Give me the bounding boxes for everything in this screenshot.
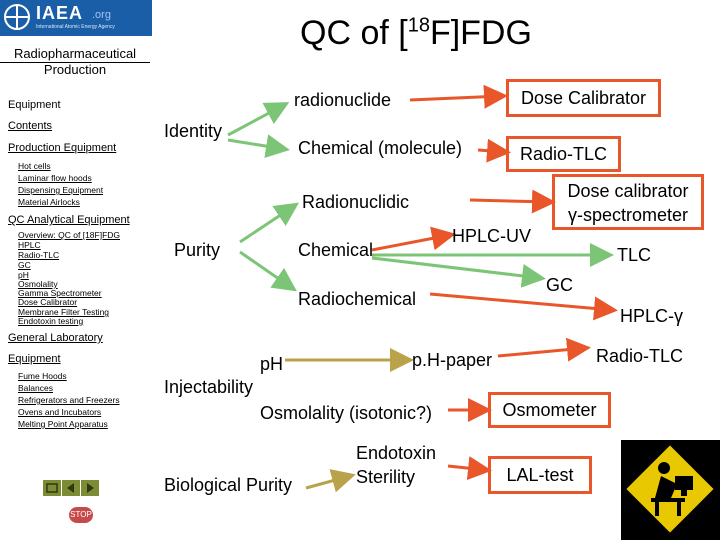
- sidebar-item-osmolality[interactable]: Osmolality: [18, 279, 58, 289]
- sidebar-item-hot-cells[interactable]: Hot cells: [18, 161, 51, 171]
- sidebar-item-membrane[interactable]: Membrane Filter Testing: [18, 307, 110, 317]
- arrow-identity-chemical: [227, 134, 290, 158]
- label-biological-purity: Biological Purity: [164, 475, 293, 495]
- title-superscript: 18: [407, 14, 430, 37]
- logo-org: .org: [92, 9, 111, 21]
- arrow-radionuclidic-dosecal: [469, 189, 556, 214]
- arrow-identity-radionuclide: [227, 102, 290, 137]
- label-radio-tlc-2: Radio-TLC: [596, 346, 684, 366]
- sidebar-item-dispensing[interactable]: Dispensing Equipment: [18, 185, 104, 195]
- arrow-radiochemical-hplcg: [429, 292, 618, 321]
- sidebar-item-balances[interactable]: Balances: [18, 383, 53, 393]
- sidebar-item-endotoxin[interactable]: Endotoxin testing: [18, 316, 84, 326]
- label-injectability: Injectability: [164, 377, 254, 397]
- box-dose-calibrator: Dose Calibrator: [506, 79, 661, 117]
- home-icon: [46, 483, 58, 493]
- label-gc: GC: [546, 275, 573, 295]
- box-osmometer: Osmometer: [488, 392, 611, 428]
- iaea-logo: IAEA .org International Atomic Energy Ag…: [0, 0, 152, 36]
- label-tlc: TLC: [617, 245, 652, 265]
- title-prefix: QC of [: [300, 14, 408, 52]
- back-button[interactable]: [62, 480, 80, 496]
- label-ph: pH: [260, 354, 284, 374]
- section-title: Radiopharmaceutical Production: [13, 46, 137, 77]
- sidebar-item-overview[interactable]: Overview: QC of [18F]FDG: [18, 230, 121, 240]
- title-suffix: F]FDG: [429, 14, 532, 52]
- sidebar-item-radio-tlc[interactable]: Radio-TLC: [18, 250, 60, 260]
- sidebar-item-fume-hoods[interactable]: Fume Hoods: [18, 371, 67, 381]
- home-button[interactable]: [43, 480, 61, 496]
- worker-sign-image: [621, 440, 720, 540]
- box-lal-test: LAL-test: [488, 456, 592, 494]
- sidebar-item-hplc[interactable]: HPLC: [18, 240, 41, 250]
- arrow-sterility-lal: [447, 456, 492, 481]
- sidebar-item-refrigerators[interactable]: Refrigerators and Freezers: [18, 395, 120, 405]
- sidebar-heading: Equipment: [8, 99, 61, 111]
- label-radionuclide: radionuclide: [294, 90, 392, 110]
- arrow-phpaper-radiotlc: [497, 337, 591, 362]
- computer-worker-icon: [621, 440, 720, 540]
- arrow-radionuclide-dosecal: [409, 84, 508, 109]
- box-radio-tlc: Radio-TLC: [506, 136, 621, 172]
- sidebar-item-ovens[interactable]: Ovens and Incubators: [18, 407, 102, 417]
- logo-subtitle: International Atomic Energy Agency: [36, 24, 115, 30]
- box-dose-calibrator-gamma: Dose calibrator γ-spectrometer: [552, 174, 704, 230]
- sidebar-item-melting-point[interactable]: Melting Point Apparatus: [18, 419, 108, 429]
- arrow-chemical-radiotlc: [477, 138, 511, 163]
- stop-button[interactable]: STOP: [69, 507, 93, 523]
- sidebar-item-gc[interactable]: GC: [18, 260, 31, 270]
- sidebar-link-general-lab[interactable]: General Laboratory: [8, 332, 103, 344]
- text-gamma-spectrometer: γ-spectrometer: [567, 205, 689, 225]
- label-purity: Purity: [174, 240, 221, 260]
- arrow-bio-endotoxin: [305, 469, 356, 493]
- label-endotoxin: Endotoxin: [356, 443, 437, 463]
- label-osmolality: Osmolality (isotonic?): [260, 403, 433, 423]
- arrow-purity-radionuclidic: [239, 202, 299, 244]
- sidebar-item-airlocks[interactable]: Material Airlocks: [18, 197, 80, 207]
- nav-buttons: [43, 480, 100, 501]
- sidebar-item-dose-cal[interactable]: Dose Calibrator: [18, 297, 78, 307]
- sidebar-link-qc[interactable]: QC Analytical Equipment: [8, 214, 130, 226]
- arrow-chemical-gc: [371, 256, 546, 288]
- label-radionuclidic: Radionuclidic: [302, 192, 410, 212]
- label-ph-paper: p.H-paper: [412, 350, 493, 370]
- arrow-chemical-hplcuv: [371, 226, 456, 252]
- forward-button[interactable]: [81, 480, 99, 496]
- text-dose-calibrator: Dose calibrator: [567, 181, 689, 201]
- sidebar-link-contents[interactable]: Contents: [8, 120, 53, 132]
- label-sterility: Sterility: [356, 467, 416, 487]
- label-hplc-uv: HPLC-UV: [452, 226, 532, 246]
- arrow-purity-radiochemical: [239, 250, 297, 292]
- label-hplc-gamma: HPLC-γ: [620, 306, 684, 326]
- label-radiochemical: Radiochemical: [298, 289, 417, 309]
- forward-arrow-icon: [87, 483, 94, 493]
- back-arrow-icon: [67, 483, 74, 493]
- section-divider: [0, 62, 150, 63]
- globe-icon: [4, 4, 30, 30]
- label-chemical: Chemical: [298, 240, 374, 260]
- sidebar-item-gamma[interactable]: Gamma Spectrometer: [18, 288, 102, 298]
- sidebar-item-laminar-flow[interactable]: Laminar flow hoods: [18, 173, 92, 183]
- page-title: QC of [18F]FDG: [300, 14, 532, 53]
- sidebar-link-production[interactable]: Production Equipment: [8, 142, 117, 154]
- label-identity: Identity: [164, 121, 223, 141]
- label-chemical-molecule: Chemical (molecule): [298, 138, 463, 158]
- logo-text: IAEA: [36, 3, 84, 23]
- sidebar-link-equipment[interactable]: Equipment: [8, 353, 61, 365]
- sidebar-item-ph[interactable]: pH: [18, 270, 29, 280]
